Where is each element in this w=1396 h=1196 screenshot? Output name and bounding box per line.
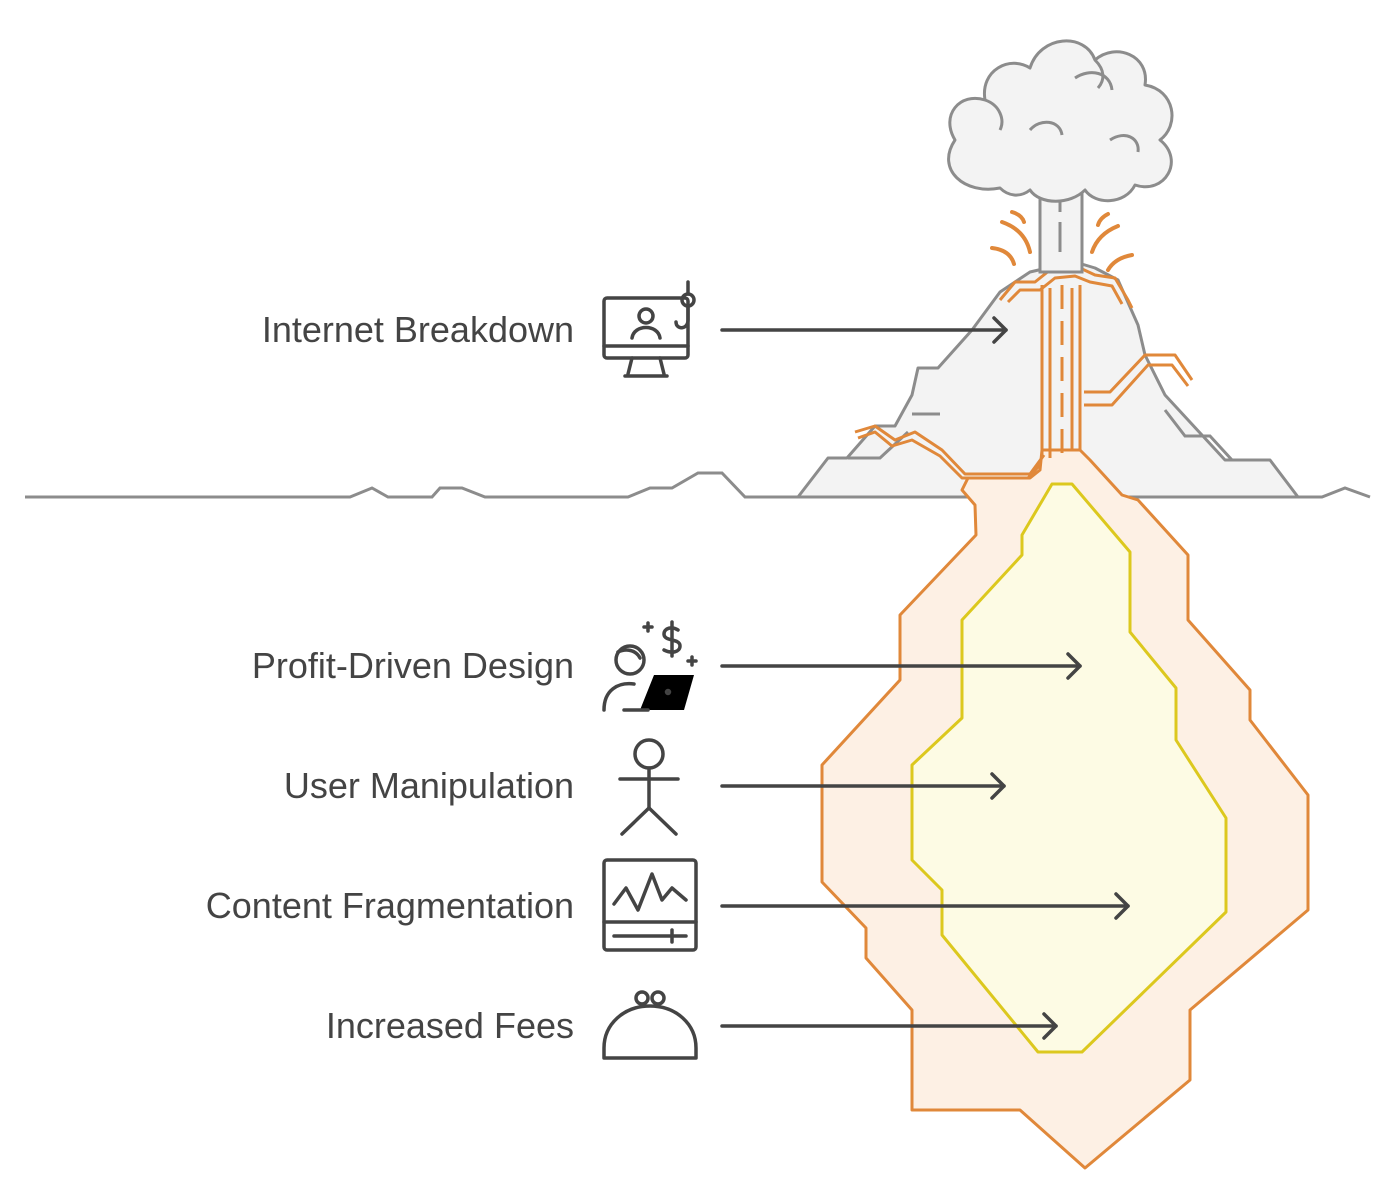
mountain-ridge-left <box>848 430 910 460</box>
crater-lava-rim-2 <box>1006 274 1124 305</box>
label-user-manipulation: User Manipulation <box>283 765 574 806</box>
lava-flow-left-inner <box>857 430 1042 480</box>
coin-purse-icon <box>602 990 698 1060</box>
arrow-internet-breakdown <box>720 316 1008 344</box>
waveform-monitor-icon <box>602 858 698 952</box>
arrow-content-fragmentation <box>720 892 1130 920</box>
lava-splash-left <box>990 210 1032 266</box>
monitor-user-hook-icon <box>602 280 696 378</box>
label-internet-breakdown: Internet Breakdown <box>261 309 574 350</box>
label-profit-driven-design: Profit-Driven Design <box>251 645 574 686</box>
mountain-ridge-right <box>1163 409 1234 462</box>
smoke-cloud <box>947 39 1174 203</box>
lava-flow-right <box>1084 353 1194 394</box>
arrow-increased-fees <box>720 1012 1058 1040</box>
label-content-fragmentation: Content Fragmentation <box>205 885 574 926</box>
lava-flow-right-inner <box>1084 363 1190 407</box>
arrow-profit-driven-design <box>720 652 1082 680</box>
lava-splash-right <box>1090 212 1134 272</box>
stick-figure-icon <box>618 738 680 836</box>
magma-chamber-inner <box>910 482 1228 1054</box>
label-increased-fees: Increased Fees <box>325 1005 574 1046</box>
lava-flow-left <box>854 424 1046 476</box>
arrow-user-manipulation <box>720 772 1006 800</box>
person-laptop-dollar-icon <box>602 620 698 712</box>
